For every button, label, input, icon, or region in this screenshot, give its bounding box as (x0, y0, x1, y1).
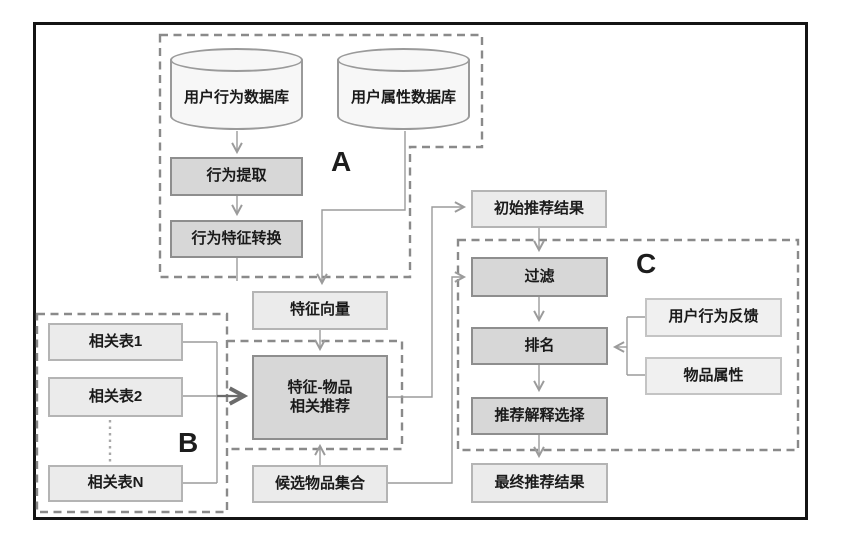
edge-candidates-to-filter (388, 271, 467, 484)
db-cylinder-user-behavior: 用户行为数据库 (170, 48, 303, 130)
cylinder-top (337, 48, 470, 72)
node-related-table-2: 相关表2 (48, 377, 183, 417)
cylinder-top (170, 48, 303, 72)
region-b-label: B (178, 427, 199, 458)
node-final-results: 最终推荐结果 (471, 463, 608, 503)
node-related-table-1: 相关表1 (48, 323, 183, 361)
node-item-attributes: 物品属性 (645, 357, 782, 395)
edge-rec-to-initial (388, 201, 467, 398)
edge-relatedtables-merge (183, 341, 218, 484)
region-b-outline (35, 312, 229, 514)
node-ranking: 排名 (471, 327, 608, 365)
node-explanation-select: 推荐解释选择 (471, 397, 608, 435)
node-filter: 过滤 (471, 257, 608, 297)
region-c-label: C (636, 248, 657, 279)
node-feature-item-recommend: 特征-物品 相关推荐 (252, 355, 388, 440)
edge-feedback-merge (626, 316, 645, 376)
db-user-behavior-label: 用户行为数据库 (183, 88, 289, 106)
region-a-label: A (331, 146, 352, 177)
db-cylinder-user-attr: 用户属性数据库 (337, 48, 470, 130)
region-a-outline (158, 33, 484, 279)
node-feature-vector: 特征向量 (252, 291, 388, 330)
feature-item-recommend-line1: 特征-物品 (287, 378, 353, 396)
db-user-attr-label: 用户属性数据库 (350, 88, 456, 106)
connectors (183, 131, 645, 484)
region-c-outline (456, 238, 800, 452)
edge-attrdb-to-featurevector (316, 131, 406, 286)
node-initial-results: 初始推荐结果 (471, 190, 607, 228)
node-user-behavior-feedback: 用户行为反馈 (645, 298, 782, 337)
node-behavior-feature-convert: 行为特征转换 (170, 220, 303, 258)
node-candidate-items: 候选物品集合 (252, 465, 388, 503)
node-behavior-extract: 行为提取 (170, 157, 303, 196)
feature-item-recommend-line2: 相关推荐 (289, 397, 350, 415)
node-related-table-n: 相关表N (48, 465, 183, 502)
